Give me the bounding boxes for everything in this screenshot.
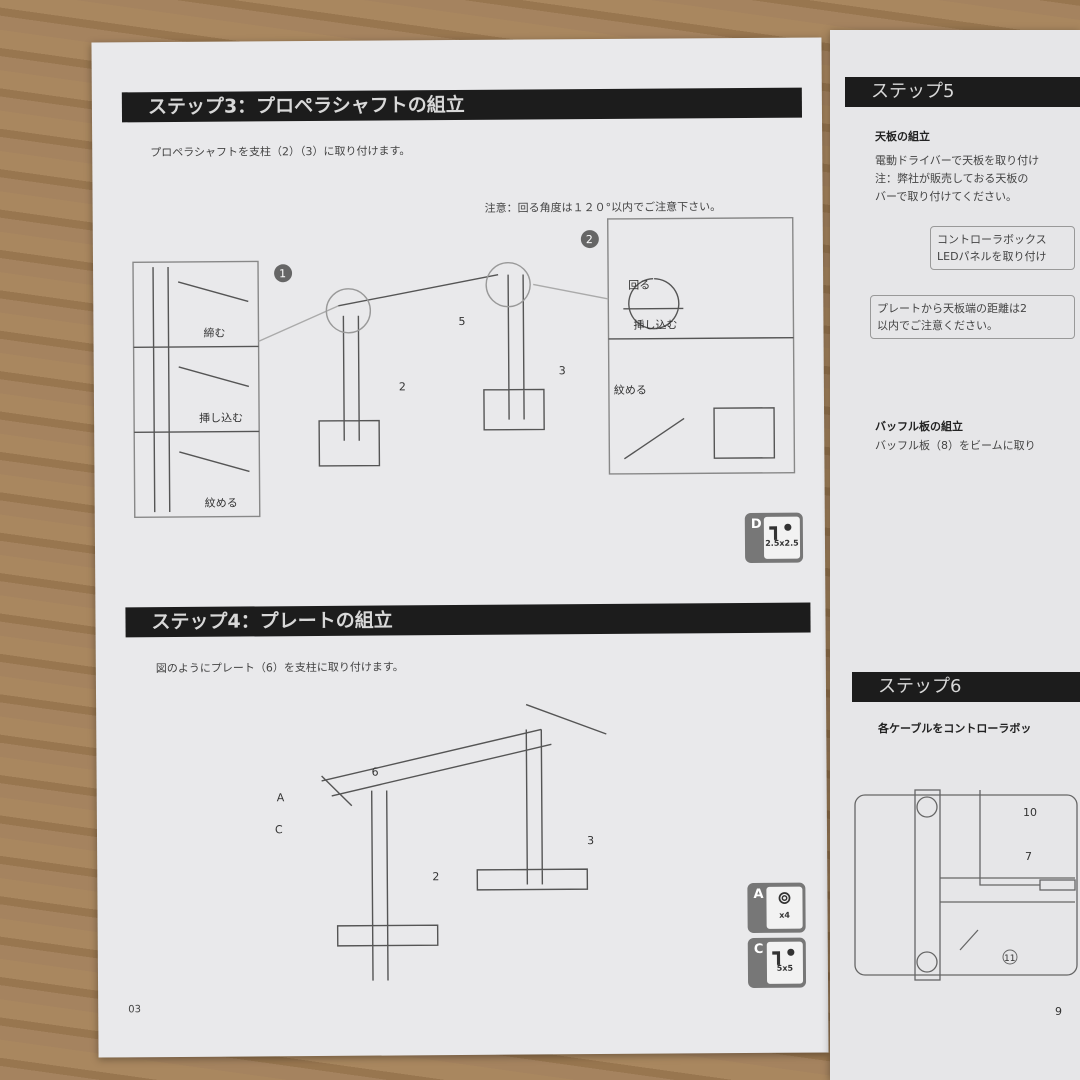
step4-instruction: 図のようにプレート（6）を支柱に取り付けます。	[155, 660, 404, 676]
label-10: 10	[1023, 806, 1037, 819]
step5-subheading-top: 天板の組立	[875, 130, 930, 143]
label-2: 2	[399, 380, 406, 393]
step4-diagram	[321, 703, 607, 981]
step5-line: バーで取り付けてください。	[875, 190, 1018, 203]
callout-2: 2	[586, 233, 593, 246]
label-3: 3	[559, 364, 566, 377]
label-6: 6	[372, 766, 379, 779]
label-5: 5	[458, 315, 465, 328]
label-7: 7	[1025, 850, 1032, 863]
label-2b: 2	[432, 870, 439, 883]
step6-instruction: 各ケーブルをコントローラボッ	[878, 722, 1032, 735]
step4-heading: ステップ4：プレートの組立	[125, 602, 811, 638]
step5-heading: ステップ5	[845, 77, 1080, 107]
label-11: 11	[1004, 954, 1015, 964]
tool-badge-D: D┓•2.5x2.5	[744, 512, 804, 564]
label-3b: 3	[587, 834, 594, 847]
step6-heading: ステップ6	[852, 672, 1080, 702]
step6-diagram: 10 7 11 9	[854, 789, 1078, 1018]
label-9: 9	[1055, 1005, 1062, 1018]
detail-left-1: 締む	[203, 326, 225, 340]
left-manual-page: ステップ3：プロペラシャフトの組立 プロペラシャフトを支柱（2）（3）に取り付け…	[91, 37, 829, 1058]
detail-right-1: 回る	[628, 279, 650, 292]
detail-left-3: 紋める	[205, 496, 238, 510]
step5-subheading-baffle: バッフル板の組立	[875, 420, 963, 433]
detail-right-3: 紋める	[614, 383, 647, 397]
step5-line: 電動ドライバーで天板を取り付け	[875, 154, 1040, 167]
tool-badge-C: C┓•5x5	[747, 937, 807, 988]
right-manual-page: ステップ5 天板の組立 電動ドライバーで天板を取り付け 注：弊社が販売しておる天…	[830, 30, 1080, 1080]
step3-diagram: 1 2 5 2 3 締む 挿し込む 紋める 回る 挿し込む 紋める 6 A C …	[132, 216, 796, 981]
step5-line: 注：弊社が販売しておる天板の	[875, 172, 1029, 185]
page-number: 03	[128, 1004, 141, 1016]
detail-left-2: 挿し込む	[199, 411, 243, 425]
callout-1: 1	[279, 267, 286, 280]
label-C: C	[275, 823, 283, 836]
detail-right-2: 挿し込む	[633, 317, 677, 331]
step5-baffle-text: バッフル板（8）をビームに取り	[875, 439, 1036, 452]
label-A: A	[277, 791, 285, 804]
tool-badge-A: A⊚x4	[747, 882, 806, 934]
